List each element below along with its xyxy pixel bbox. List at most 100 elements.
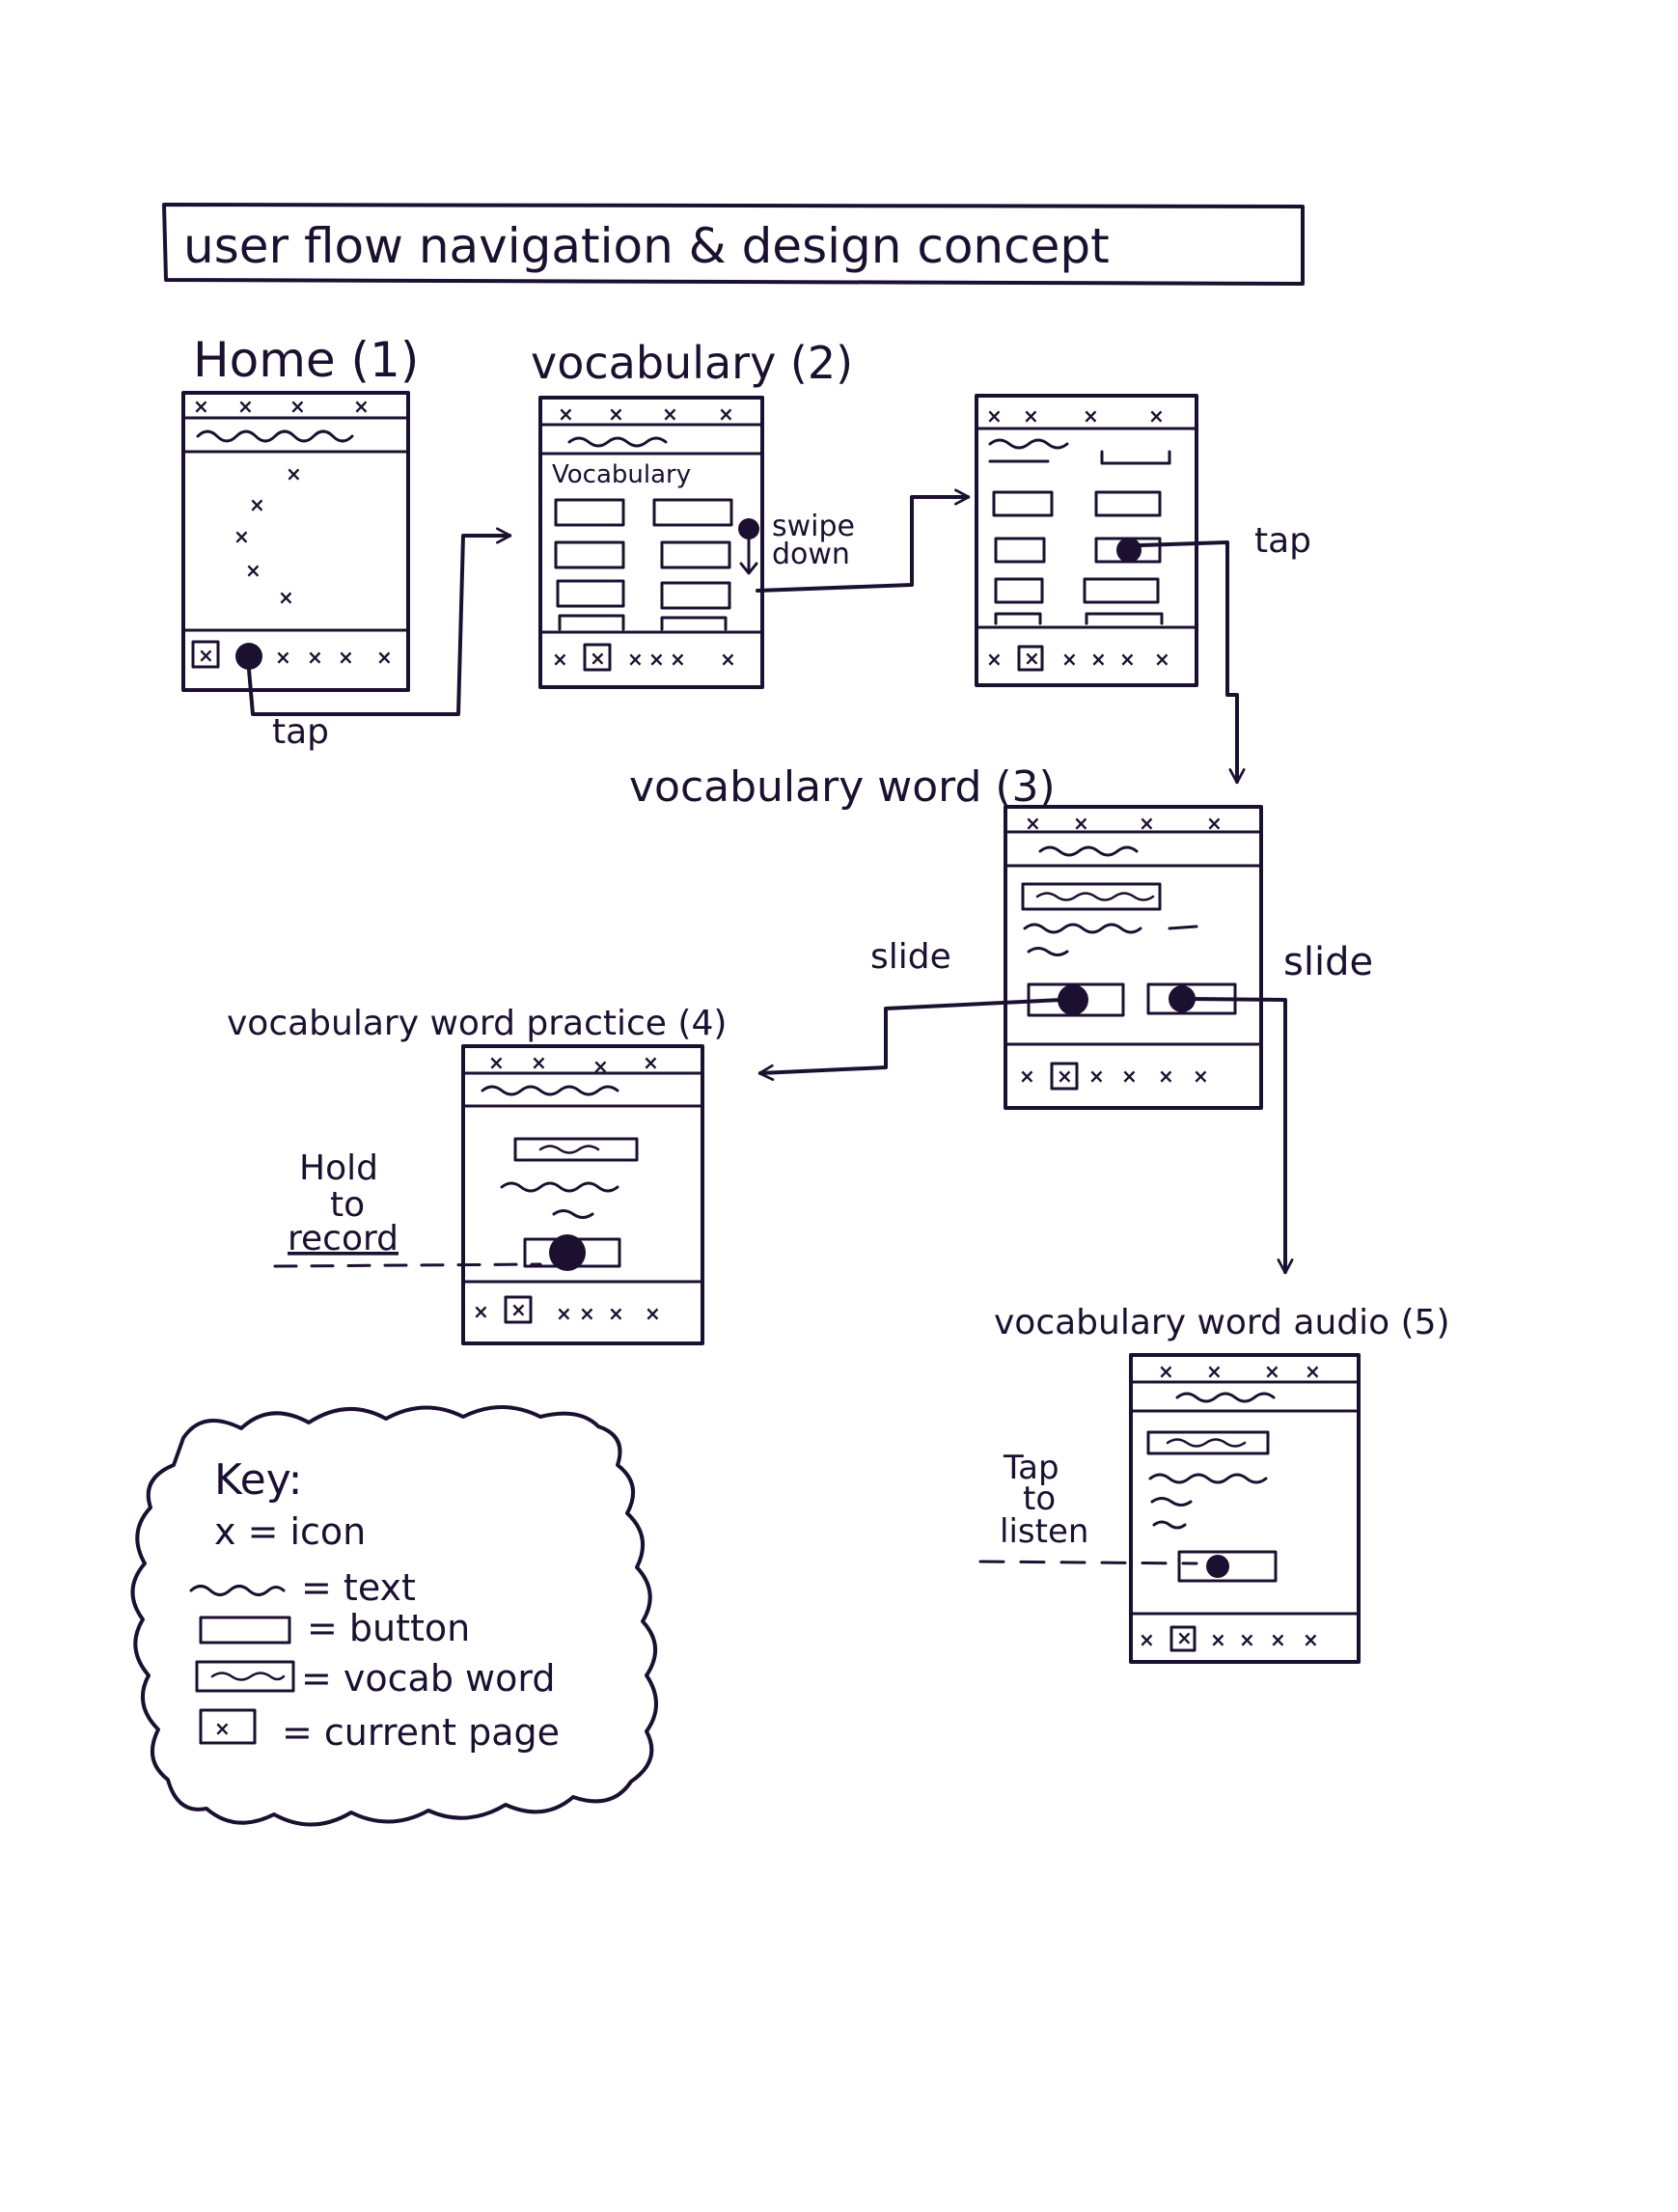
word-button[interactable] (994, 577, 1044, 604)
squiggle-text (1152, 1520, 1187, 1530)
word-button[interactable] (554, 498, 625, 527)
squiggle-text (1023, 923, 1198, 934)
squiggle-text (500, 1181, 619, 1193)
annotation-tap-list: tap (1254, 521, 1311, 561)
word-button[interactable] (556, 579, 625, 608)
screen-label-vocab-word: vocabulary word (3) (629, 762, 1056, 812)
legend-vocab-word-label: = vocab word (301, 1657, 555, 1700)
record-handle-dot[interactable] (549, 1234, 586, 1271)
x-icon: × (1154, 648, 1170, 671)
word-button[interactable] (1083, 577, 1160, 604)
word-button[interactable] (994, 537, 1046, 564)
x-icon: × (643, 1051, 659, 1074)
listen-button[interactable] (1177, 1550, 1278, 1583)
x-icon: × (1206, 812, 1223, 835)
x-icon: × (556, 1302, 572, 1325)
x-icon: × (1090, 648, 1107, 671)
legend-title: Key: (214, 1455, 302, 1505)
annotation-tap: Tap (1003, 1449, 1059, 1487)
dashed-leader-line (978, 1560, 1198, 1565)
x-icon: × (1303, 1628, 1319, 1651)
current-page-icon (583, 643, 612, 672)
vocabulary-button-grid (992, 490, 1164, 625)
x-icon: × (338, 646, 354, 669)
annotation-swipe: swipe (772, 510, 855, 543)
screen-label-vocabulary: vocabulary (2) (531, 337, 853, 389)
current-page-icon (199, 1708, 257, 1745)
x-icon: × (720, 648, 736, 671)
word-button[interactable] (1094, 490, 1162, 517)
top-bar-icons: × × × × (1025, 812, 1223, 835)
word-button[interactable] (660, 616, 728, 631)
word-button[interactable] (558, 614, 625, 631)
word-button[interactable] (554, 540, 625, 569)
squiggle-text (196, 429, 354, 443)
phone-frame-vocab-audio: × × × × × × × × × × (1129, 1353, 1361, 1664)
arrow-word-to-practice (757, 998, 1063, 1081)
x-icon: × (1025, 812, 1041, 835)
current-page-icon (1169, 1625, 1197, 1652)
x-icon: × (1176, 1626, 1193, 1649)
annotation-to: to (1023, 1479, 1056, 1518)
x-icon: × (670, 648, 686, 671)
x-icon: × (249, 493, 265, 516)
word-button[interactable] (994, 612, 1042, 625)
bottom-nav: × × × × × × (1139, 1625, 1319, 1652)
listen-handle-dot[interactable] (1206, 1555, 1229, 1578)
x-icon: × (193, 395, 209, 418)
x-icon: × (531, 1051, 547, 1074)
x-icon: × (718, 402, 734, 426)
phone-frame-vocabulary-scrolled: × × × × × × × (975, 394, 1198, 687)
x-icon: × (590, 647, 606, 670)
vocab-word-box (1146, 1430, 1270, 1455)
word-button[interactable] (992, 490, 1054, 517)
vocab-word-icon (195, 1660, 295, 1693)
x-icon: × (1083, 404, 1099, 428)
slide-handle-dot[interactable] (1169, 985, 1196, 1012)
x-icon: × (289, 395, 306, 418)
word-button[interactable] (660, 581, 731, 610)
tap-target-dot[interactable] (235, 643, 262, 670)
squiggle-text (567, 436, 668, 448)
bottom-nav: × × × × × (191, 640, 393, 670)
annotation-down: down (772, 538, 850, 571)
x-icon: × (1305, 1360, 1321, 1383)
legend-button-label: = button (307, 1607, 470, 1649)
word-button[interactable] (652, 498, 733, 527)
current-page-icon (1017, 645, 1044, 672)
x-icon: × (237, 395, 254, 418)
x-icon: × (510, 1298, 527, 1321)
x-icon: × (662, 402, 678, 426)
x-icon: × (608, 402, 624, 426)
word-button[interactable] (660, 540, 731, 569)
x-icon: × (1239, 1628, 1255, 1651)
title-box: user flow navigation & design concept (162, 203, 1305, 286)
x-icon: × (1264, 1360, 1280, 1383)
legend-current-page-label: = current page (282, 1711, 560, 1754)
screen-vocab-practice: vocabulary word practice (4) × × × × × × (227, 1004, 727, 1345)
x-icon: × (608, 1302, 624, 1325)
bottom-nav: × × × × × × (986, 645, 1170, 672)
x-icon: × (473, 1300, 489, 1323)
tap-target-dot[interactable] (1116, 538, 1142, 563)
bottom-nav: × × × × × × (552, 643, 736, 672)
screen-label-vocab-audio: vocabulary word audio (5) (994, 1303, 1450, 1342)
x-icon: × (1270, 1628, 1286, 1651)
annotation-record: record (288, 1219, 399, 1258)
screen-vocabulary-scrolled: × × × × × × × (975, 394, 1311, 785)
x-icon: × (627, 648, 644, 671)
x-icon: × (1061, 648, 1078, 671)
x-icon: × (1139, 812, 1155, 835)
x-icon: × (488, 1051, 505, 1074)
squiggle-text (1148, 1473, 1268, 1484)
slide-handle-dot[interactable] (1058, 984, 1088, 1015)
vocabulary-button-grid (554, 498, 733, 631)
phone-frame-vocab-practice: × × × × × × × × × × (461, 1044, 704, 1345)
vocabulary-heading: Vocabulary (552, 460, 691, 489)
x-icon: × (1057, 1065, 1073, 1088)
word-button[interactable] (1085, 612, 1164, 625)
screen-vocab-word: vocabulary word (3) × × × × × (629, 762, 1373, 1275)
bottom-nav: × × × × × × (1019, 1062, 1209, 1091)
current-page-icon (504, 1295, 533, 1324)
home-content-icons: × × × × × (234, 462, 302, 609)
